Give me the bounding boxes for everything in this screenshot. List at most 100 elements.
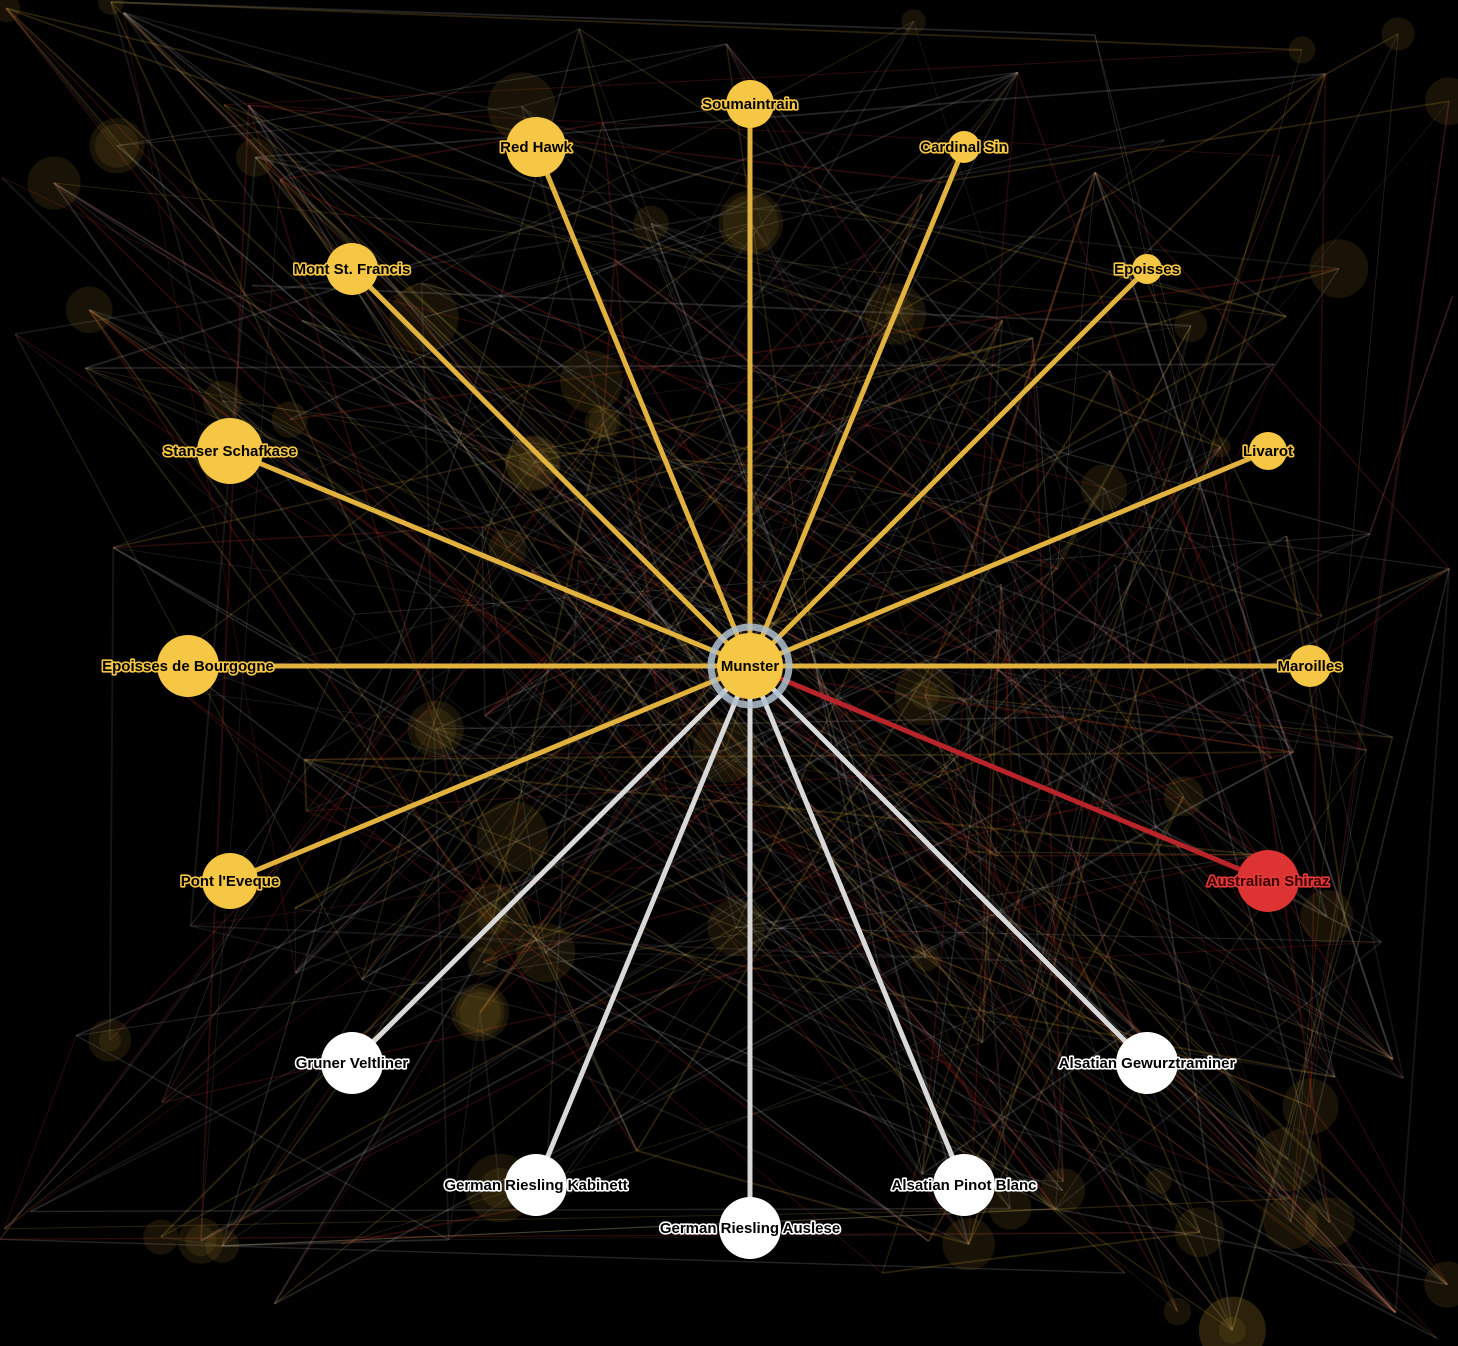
node-alsatian-gewurztraminer[interactable]: Alsatian Gewurztraminer [1057, 1032, 1237, 1094]
background-node [95, 123, 139, 168]
background-edge [1103, 487, 1336, 1078]
background-edge [1114, 564, 1234, 1331]
background-edge [273, 311, 900, 1305]
background-edge [248, 104, 1233, 1331]
background-edge [53, 182, 356, 615]
background-edge [1309, 1105, 1449, 1286]
background-edge [544, 992, 1034, 1205]
node-epoisses-de-bourgogne[interactable]: Epoisses de Bourgogne [101, 635, 275, 697]
background-edge [448, 615, 1323, 1241]
node-australian-shiraz[interactable]: Australian Shiraz [1205, 850, 1331, 912]
background-edge [818, 681, 1396, 1313]
background-edge [492, 446, 1222, 920]
node-circle [326, 243, 378, 295]
background-edge [110, 1, 1095, 36]
background-node [1218, 1316, 1246, 1344]
background-edge [53, 182, 1287, 317]
node-circle [202, 853, 258, 909]
background-edge [479, 577, 963, 1013]
background-node [1198, 1296, 1266, 1346]
node-maroilles[interactable]: Maroilles [1276, 645, 1344, 687]
background-edge [84, 367, 494, 920]
background-edge [1309, 73, 1327, 1107]
background-edge [924, 694, 999, 857]
node-gruner-veltliner[interactable]: Gruner Veltliner [294, 1032, 410, 1094]
background-node [98, 0, 124, 15]
background-node [236, 137, 275, 177]
background-node [912, 943, 940, 972]
node-mont-st-francis[interactable]: Mont St. Francis [292, 243, 412, 295]
background-edge [110, 1, 1331, 1224]
background-edge [484, 319, 1003, 717]
node-pont-l-eveque[interactable]: Pont l'Eveque [179, 853, 281, 909]
background-node [468, 947, 498, 977]
background-node [407, 700, 464, 758]
background-edge [85, 363, 1274, 369]
background-edge [435, 728, 638, 1152]
node-epoisses[interactable]: Epoisses [1112, 254, 1182, 284]
background-edge [200, 769, 966, 1242]
background-edge [200, 851, 970, 1242]
background-node [185, 1225, 217, 1257]
background-edge [448, 1231, 1200, 1241]
node-soumaintrain[interactable]: Soumaintrain [700, 80, 800, 128]
node-label: Alsatian Pinot Blanc [891, 1177, 1036, 1194]
node-german-riesling-auslese[interactable]: German Riesling Auslese [658, 1197, 842, 1259]
node-alsatian-pinot-blanc[interactable]: Alsatian Pinot Blanc [890, 1154, 1038, 1216]
background-edge [273, 751, 1294, 1305]
node-label: Munster [721, 658, 780, 675]
background-node [707, 898, 765, 957]
background-edge [650, 222, 1003, 322]
node-circle [933, 1154, 995, 1216]
background-edge [725, 43, 1294, 753]
node-label: Maroilles [1277, 658, 1342, 675]
background-edge [248, 104, 1280, 157]
background-node [894, 664, 956, 726]
background-edge [161, 139, 1165, 1103]
background-edge [223, 49, 1303, 106]
node-livarot[interactable]: Livarot [1241, 432, 1295, 470]
background-edge [14, 333, 343, 546]
background-edge [966, 701, 1294, 753]
background-edge [255, 156, 1339, 270]
node-stanser-schafkase[interactable]: Stanser Schafkase [162, 418, 298, 484]
node-german-riesling-kabinett[interactable]: German Riesling Kabinett [443, 1154, 629, 1216]
background-edge [921, 72, 1019, 1175]
background-node [88, 1018, 132, 1062]
background-edge [479, 1012, 501, 1189]
background-edge [113, 337, 1033, 549]
background-node [516, 923, 576, 983]
background-node [451, 983, 509, 1042]
background-edge [1157, 1180, 1234, 1331]
background-edge [247, 104, 509, 549]
background-edge [624, 325, 1191, 398]
node-label: Stanser Schafkase [163, 443, 296, 460]
background-edge [301, 320, 967, 703]
background-node [1163, 776, 1204, 817]
background-edge [981, 325, 1192, 1043]
node-munster[interactable]: Munster [707, 623, 793, 709]
background-edge [4, 1208, 1056, 1230]
node-label: Epoisses de Bourgogne [102, 658, 274, 675]
background-edge [1, 176, 303, 322]
background-edge [116, 106, 522, 147]
node-red-hawk[interactable]: Red Hawk [499, 117, 574, 177]
node-circle [726, 80, 774, 128]
background-edge [491, 423, 604, 920]
background-node [1174, 1207, 1225, 1257]
background-edge [1055, 1208, 1448, 1286]
background-edge [252, 285, 962, 579]
background-node [1198, 1296, 1266, 1346]
background-edge [666, 797, 1393, 1060]
background-edge [15, 333, 1178, 1312]
background-edge [76, 854, 1259, 1037]
background-edge [279, 179, 1058, 570]
background-edge [965, 701, 1201, 1233]
node-cardinal-sin[interactable]: Cardinal Sin [919, 131, 1009, 163]
background-edge [724, 193, 923, 667]
background-edge [122, 12, 970, 1245]
background-edge [602, 71, 1018, 124]
edge-munster-mont-st-francis [349, 266, 753, 669]
